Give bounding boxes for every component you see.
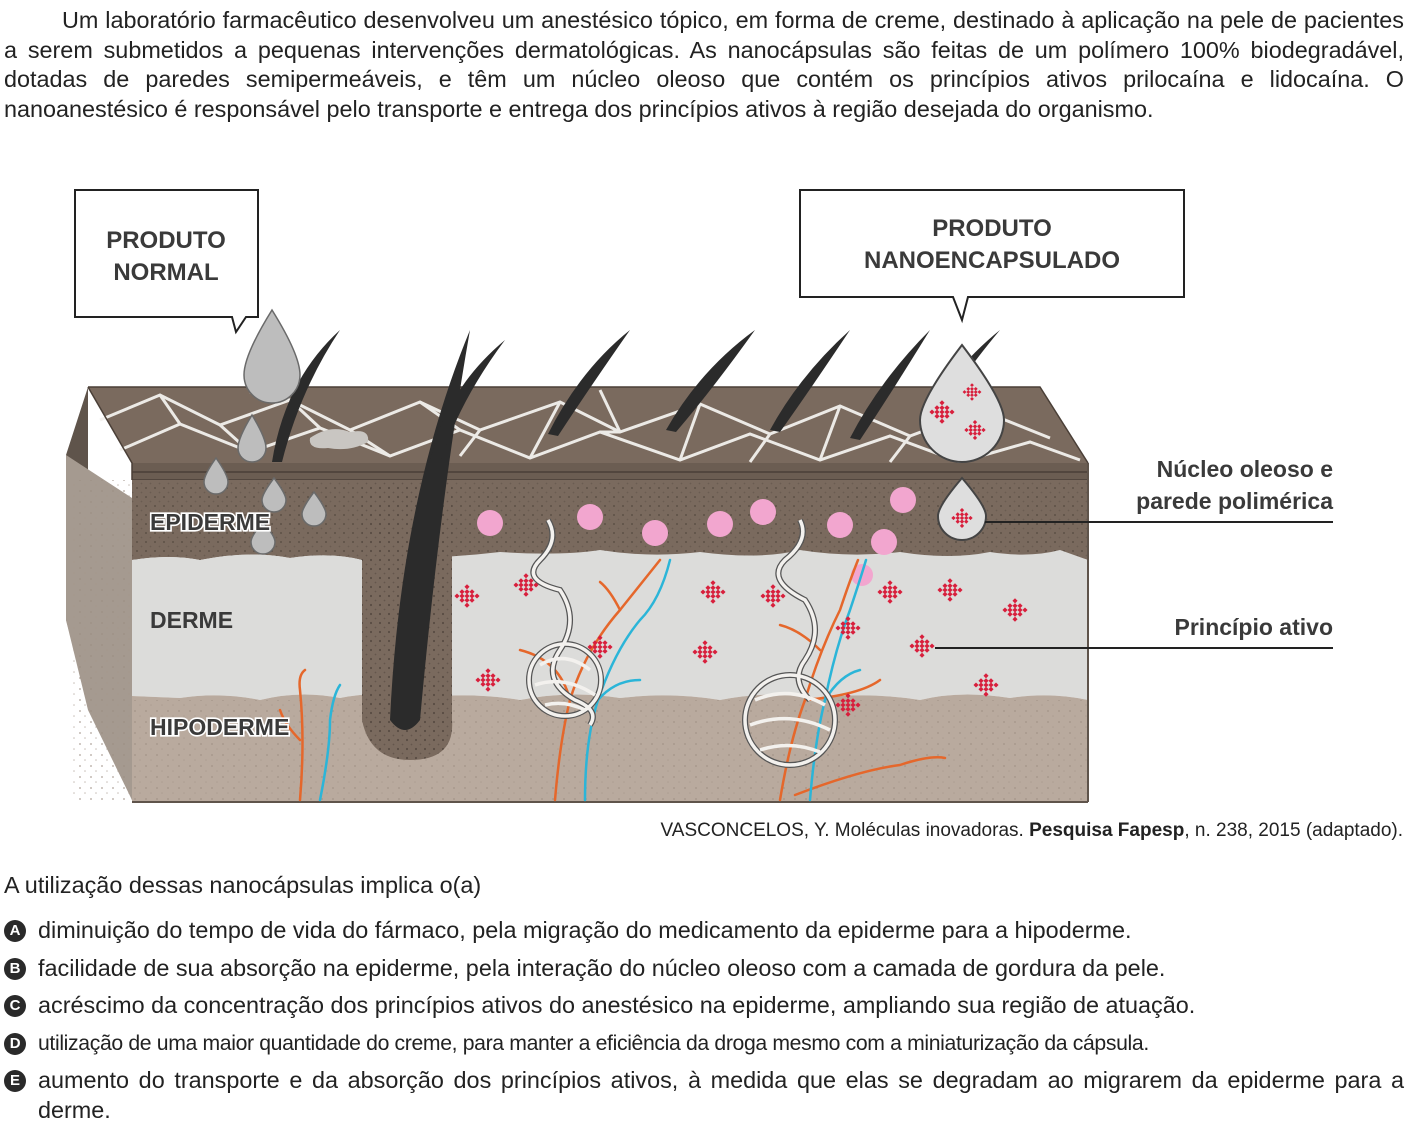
nano-product-drop <box>918 343 1006 463</box>
citation-rest: , n. 238, 2015 (adaptado). <box>1184 820 1403 841</box>
callout-normal-line2: NORMAL <box>113 259 218 286</box>
option-a-letter-icon: A <box>4 920 26 942</box>
nano-capsules <box>477 487 916 586</box>
question-stem: A utilização dessas nanocápsulas implica… <box>4 872 482 898</box>
option-b-letter-icon: B <box>4 957 26 980</box>
nano-capsule-drop <box>936 476 988 541</box>
callout-nano-line2: NANOENCAPSULADO <box>864 247 1120 274</box>
answer-options: A diminuição do tempo de vida do fármaco… <box>4 916 1404 1134</box>
citation-journal: Pesquisa Fapesp <box>1029 820 1185 841</box>
option-a[interactable]: A diminuição do tempo de vida do fármaco… <box>4 916 1404 946</box>
option-d[interactable]: D utilização de uma maior quantidade do … <box>4 1029 1404 1059</box>
callout-nano: PRODUTO NANOENCAPSULADO <box>799 189 1185 324</box>
skin-diagram: PRODUTO NORMAL PRODUTO NANOENCAPSULADO E… <box>66 189 1333 803</box>
option-c-letter-icon: C <box>4 995 26 1018</box>
option-e-letter-icon: E <box>4 1070 26 1093</box>
callout-normal: PRODUTO NORMAL <box>74 189 259 335</box>
callout-nano-line1: PRODUTO <box>932 215 1052 242</box>
label-nucleo-line1: Núcleo oleoso e <box>1157 456 1333 482</box>
intro-paragraph: Um laboratório farmacêutico desenvolveu … <box>4 7 1404 122</box>
label-epiderme: EPIDERME <box>150 509 270 535</box>
option-b-text: facilidade de sua absorção na epiderme, … <box>38 954 1166 981</box>
label-derme: DERME <box>150 607 233 633</box>
option-b[interactable]: B facilidade de sua absorção na epiderme… <box>4 954 1404 984</box>
option-d-letter-icon: D <box>4 1032 26 1055</box>
callout-normal-line1: PRODUTO <box>106 227 226 254</box>
normal-product-drops <box>203 308 327 555</box>
citation-author: VASCONCELOS, Y. Moléculas inovadoras. <box>660 820 1024 841</box>
option-d-text: utilização de uma maior quantidade do cr… <box>38 1031 1149 1055</box>
option-a-text: diminuição do tempo de vida do fármaco, … <box>38 917 1132 943</box>
option-e-text: aumento do transporte e da absorção dos … <box>38 1067 1404 1123</box>
label-hipoderme: HIPODERME <box>150 714 289 740</box>
label-nucleo-line2: parede polimérica <box>1136 488 1333 514</box>
option-c-text: acréscimo da concentração dos princípios… <box>38 992 1196 1019</box>
label-principio: Princípio ativo <box>1175 614 1333 640</box>
figure-citation: VASCONCELOS, Y. Moléculas inovadoras. Pe… <box>661 820 1403 842</box>
option-c[interactable]: C acréscimo da concentração dos princípi… <box>4 991 1404 1021</box>
option-e[interactable]: E aumento do transporte e da absorção do… <box>4 1066 1404 1125</box>
dermis-layer <box>132 550 1088 700</box>
